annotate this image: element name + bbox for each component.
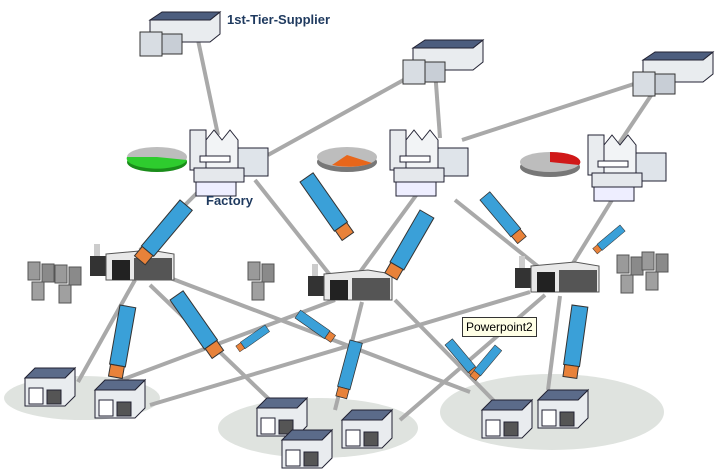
factory-node-2[interactable] bbox=[389, 129, 469, 197]
distribution-center-3[interactable] bbox=[514, 255, 600, 293]
distribution-center-1[interactable] bbox=[89, 243, 175, 281]
customer-building[interactable] bbox=[94, 379, 146, 419]
truck[interactable] bbox=[169, 290, 225, 360]
link bbox=[149, 290, 531, 407]
factory-label: Factory bbox=[206, 193, 253, 208]
link bbox=[453, 198, 542, 270]
customer-building[interactable] bbox=[24, 367, 76, 407]
customer-building[interactable] bbox=[281, 429, 333, 469]
link bbox=[461, 80, 641, 142]
pie-chart-2 bbox=[317, 147, 377, 172]
customer-building[interactable] bbox=[481, 399, 533, 439]
link bbox=[393, 298, 497, 404]
tooltip: Powerpoint2 bbox=[462, 317, 537, 337]
link bbox=[196, 39, 220, 136]
truck[interactable] bbox=[592, 224, 626, 255]
stock-pallets-3b bbox=[641, 251, 669, 291]
link bbox=[253, 178, 332, 277]
truck[interactable] bbox=[383, 209, 435, 281]
customer-building[interactable] bbox=[341, 409, 393, 449]
truck[interactable] bbox=[469, 344, 503, 382]
customer-building[interactable] bbox=[537, 389, 589, 429]
link bbox=[568, 198, 614, 270]
link bbox=[398, 293, 547, 422]
supplier-node-3[interactable] bbox=[632, 51, 714, 97]
supplier-label: 1st-Tier-Supplier bbox=[227, 12, 331, 27]
supplier-node-2[interactable] bbox=[402, 39, 484, 85]
link bbox=[76, 279, 137, 383]
stock-pallets-2 bbox=[247, 261, 275, 301]
link bbox=[546, 295, 562, 391]
stock-pallets-3 bbox=[616, 254, 644, 294]
pie-chart-3 bbox=[520, 151, 581, 177]
truck[interactable] bbox=[106, 304, 137, 380]
link bbox=[267, 70, 419, 157]
stock-pallets-1 bbox=[27, 261, 55, 301]
supplier-node-1[interactable] bbox=[139, 11, 221, 57]
stock-pallets-1b bbox=[54, 264, 82, 304]
truck[interactable] bbox=[299, 172, 355, 242]
factory-node-1[interactable] bbox=[189, 129, 269, 197]
truck[interactable] bbox=[561, 304, 589, 380]
link bbox=[358, 188, 422, 274]
factory-node-3[interactable] bbox=[587, 134, 667, 202]
pie-chart-1 bbox=[126, 147, 187, 172]
distribution-center-2[interactable] bbox=[307, 263, 393, 301]
